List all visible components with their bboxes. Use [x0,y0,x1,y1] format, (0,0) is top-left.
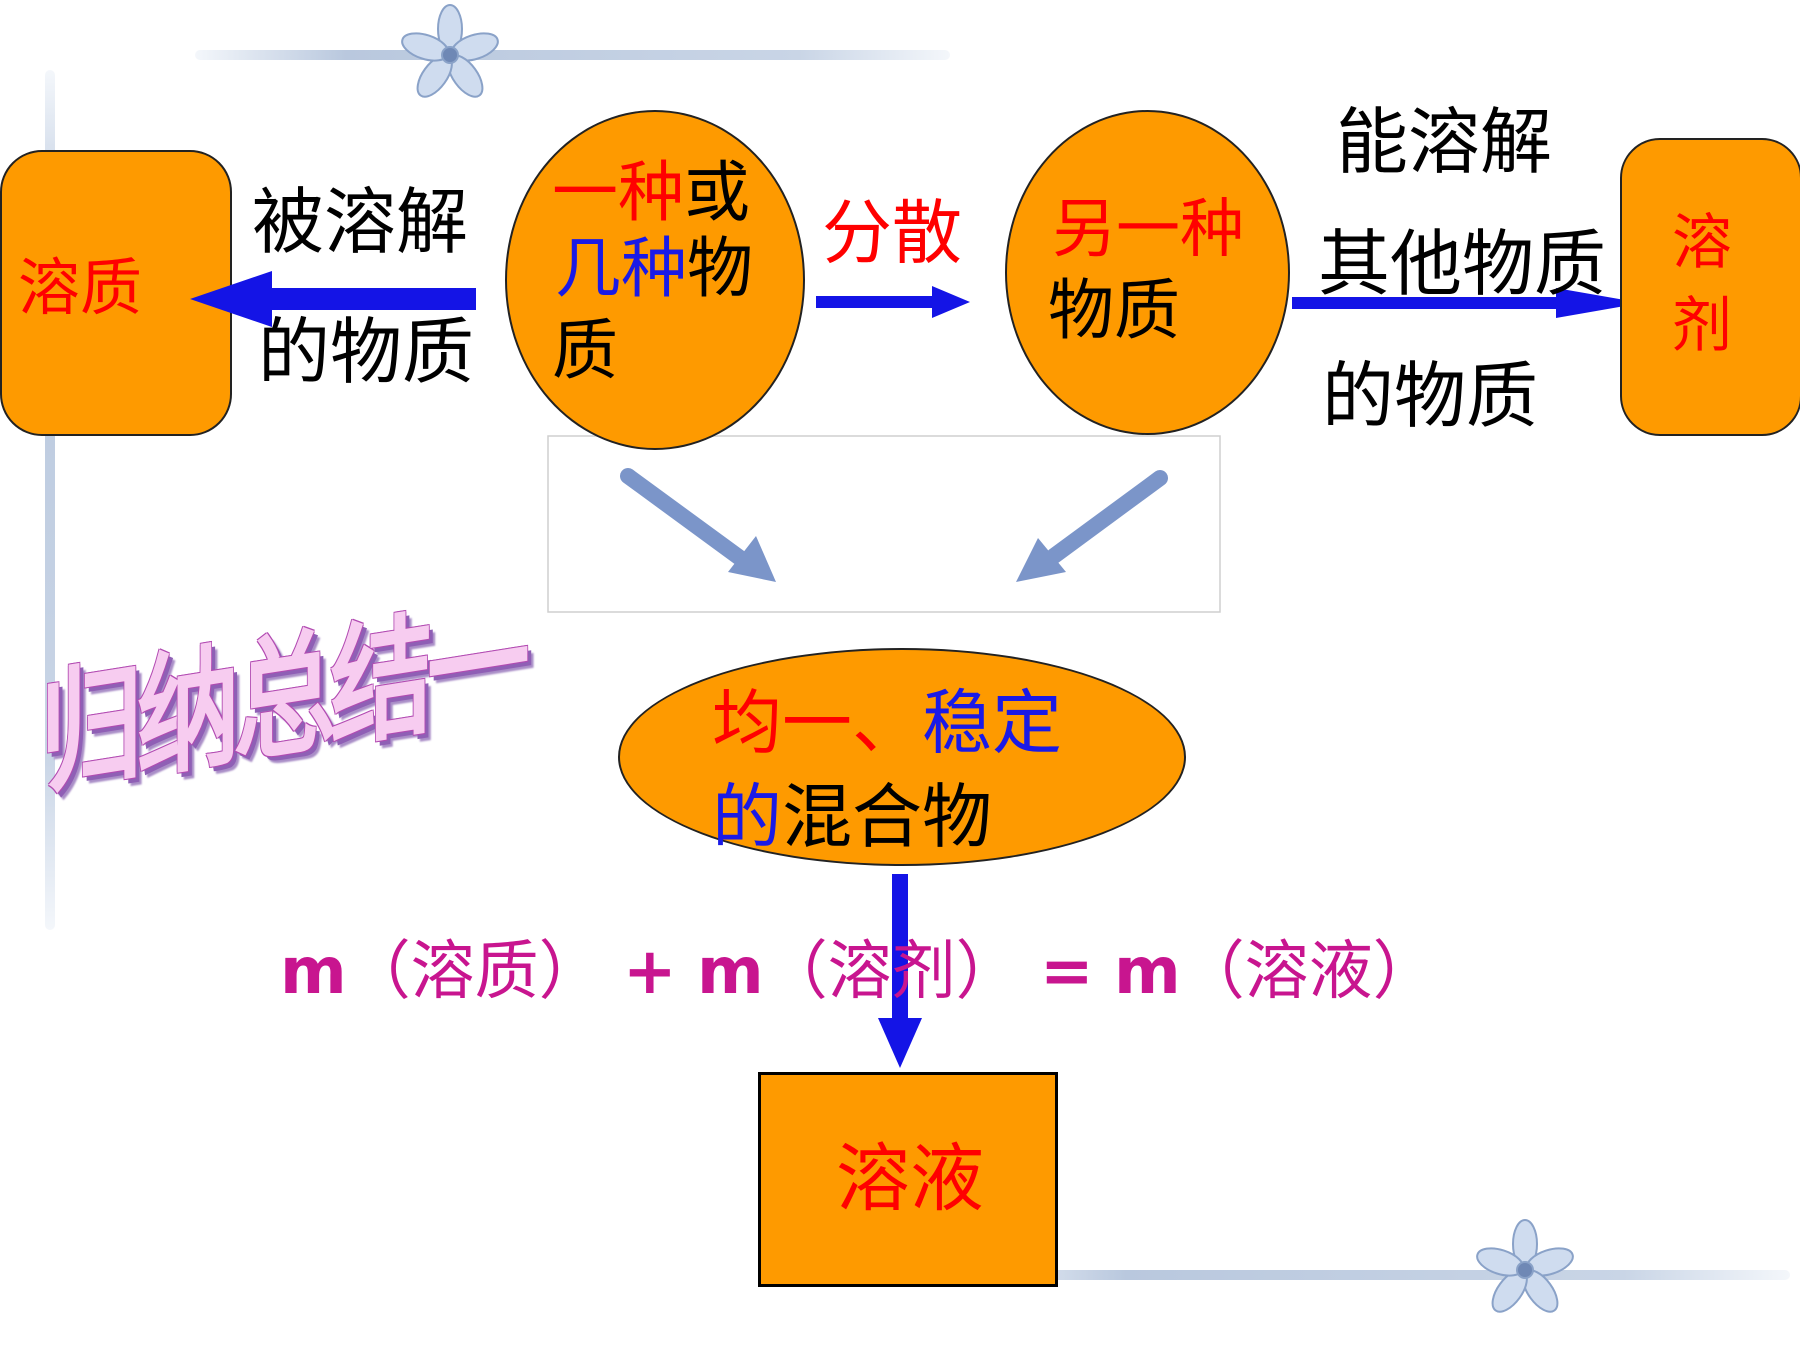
mixture-line2: 的混合物 [712,782,992,852]
equation-solvent: （溶剂） [763,935,1020,1009]
decorative-frame-top [195,50,950,60]
equation-solute: （溶质） [346,935,603,1009]
solvent-box [1620,138,1800,436]
solute-label: 溶质 [18,251,143,324]
flower-decoration-icon [401,4,499,98]
right-caption-line2: 其他物质 [1318,222,1607,306]
mixture-uniform: 均一、 [712,682,922,764]
flower-decoration-icon [1476,1219,1574,1313]
solution-box [758,1072,1058,1287]
substance-circle-line2: 几种物 [555,236,753,302]
substance-circle [505,110,805,450]
disperse-arrow-icon [816,286,970,318]
right-caption-line1: 能溶解 [1336,100,1553,184]
mixture-mixture: 混合物 [782,776,992,858]
left-caption-line2: 的物质 [258,310,475,394]
substance-one-kind: 一种 [552,154,684,231]
left-caption-line1: 被溶解 [252,180,469,264]
disperse-label: 分散 [822,192,962,274]
equation-m3: m [1114,935,1181,1009]
mixture-stable: 稳定 [922,682,1062,764]
equation-equals: = [1040,935,1094,1009]
arrow-to-solute-icon [190,271,476,327]
substance-circle-line3: 质 [552,312,618,389]
equation-plus: + [623,935,677,1009]
converging-arrow-left-icon [620,468,776,582]
decorative-frame-bottom [960,1270,1790,1280]
mixture-de: 的 [712,776,782,858]
decorative-frame-left [45,70,55,930]
converging-arrows-panel [547,435,1221,613]
other-circle-line2: 物质 [1048,272,1180,349]
substance-several-kinds: 几种 [555,230,687,307]
substance-circle-line1: 一种或 [552,160,750,226]
solution-label: 溶液 [836,1136,984,1222]
equation-m2: m [697,935,764,1009]
arrow-to-solution-icon [878,874,922,1068]
substance-or: 或 [684,154,750,231]
solvent-label-line1: 溶 [1672,208,1732,278]
converging-arrow-right-icon [1016,470,1168,582]
solvent-label-line2: 剂 [1672,291,1732,361]
substance-wu: 物 [687,230,753,307]
mixture-line1: 均一、稳定 [712,688,1062,758]
equation-solution: （溶液） [1180,935,1437,1009]
arrow-to-solvent-icon [1292,288,1642,318]
mass-equation: m（溶质） + m（溶剂） = m（溶液） [280,920,1437,1012]
other-circle-line1: 另一种 [1052,193,1244,267]
other-substance-circle [1005,110,1290,435]
right-caption-line3: 的物质 [1322,354,1539,438]
equation-m1: m [280,935,347,1009]
mixture-ellipse [618,648,1186,866]
